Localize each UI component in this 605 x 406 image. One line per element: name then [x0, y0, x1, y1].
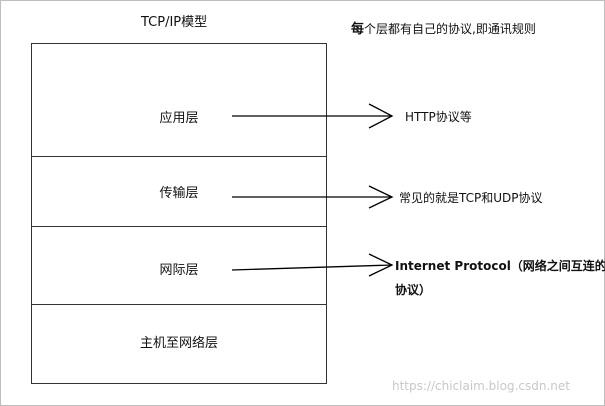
protocol-application: HTTP协议等 — [405, 110, 472, 124]
layer-transport: 传输层 — [32, 157, 326, 227]
tcp-ip-layer-stack: 应用层 传输层 网际层 主机至网络层 — [31, 43, 327, 384]
diagram-title: TCP/IP模型 — [141, 15, 208, 30]
layer-host-to-network-label: 主机至网络层 — [139, 336, 218, 351]
note-text: 个层都有自己的协议,即通讯规则 — [364, 22, 536, 36]
watermark: https://chiclaim.blog.csdn.net — [392, 379, 570, 393]
layer-application-label: 应用层 — [159, 111, 199, 126]
layer-protocol-note: 每个层都有自己的协议,即通讯规则 — [351, 17, 541, 42]
layer-transport-label: 传输层 — [159, 186, 199, 201]
layer-application: 应用层 — [32, 44, 326, 157]
layer-internet-label: 网际层 — [159, 263, 199, 278]
note-lead-char: 每 — [351, 22, 365, 37]
arrow-transport — [232, 185, 394, 209]
layer-host-to-network: 主机至网络层 — [32, 305, 326, 383]
arrow-internet — [231, 253, 394, 277]
layer-internet: 网际层 — [32, 227, 326, 305]
protocol-transport: 常见的就是TCP和UDP协议 — [399, 191, 543, 205]
protocol-internet: Internet Protocol（网络之间互连的协议） — [395, 259, 605, 297]
arrow-application — [232, 103, 394, 129]
